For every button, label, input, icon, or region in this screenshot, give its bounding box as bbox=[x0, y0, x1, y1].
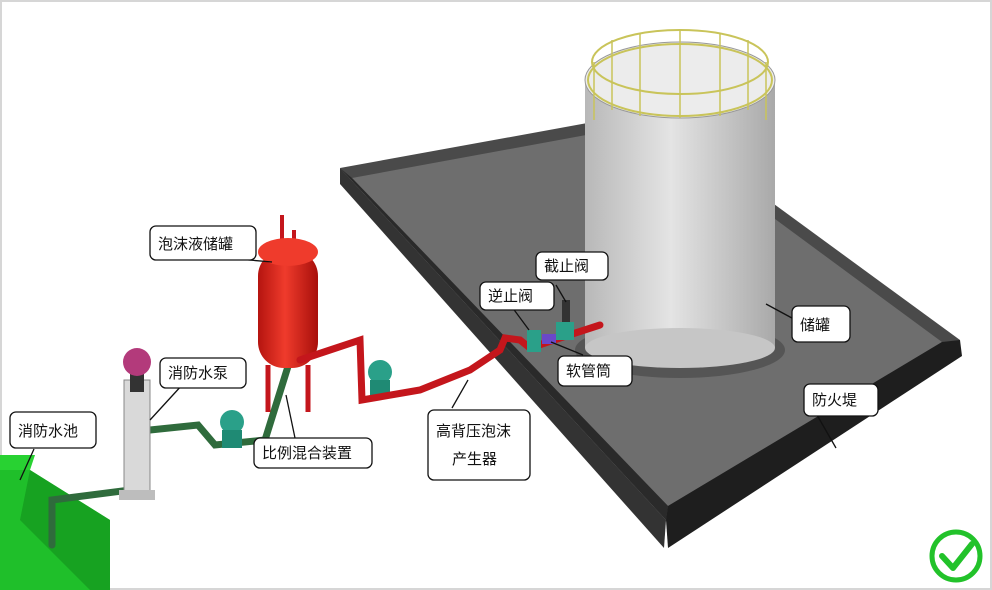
label-generator-line1: 高背压泡沫 bbox=[436, 422, 511, 440]
callout-hose: 软管筒 bbox=[557, 355, 633, 387]
label-stop-valve: 截止阀 bbox=[544, 257, 589, 275]
storage-tank bbox=[575, 29, 785, 378]
callout-storage-tank: 储罐 bbox=[791, 305, 851, 343]
label-firewall: 防火堤 bbox=[812, 391, 857, 409]
callout-fire-pool: 消防水池 bbox=[9, 411, 97, 449]
label-fire-pump: 消防水泵 bbox=[168, 364, 228, 382]
callout-stop-valve: 截止阀 bbox=[535, 251, 609, 281]
callout-firewall: 防火堤 bbox=[803, 383, 879, 417]
callout-proportioner: 比例混合装置 bbox=[253, 437, 373, 469]
foam-tank bbox=[258, 215, 318, 412]
stop-valve bbox=[556, 300, 574, 340]
label-proportioner: 比例混合装置 bbox=[262, 444, 352, 462]
green-valve-1 bbox=[220, 410, 244, 448]
fire-pump bbox=[119, 348, 155, 500]
label-storage-tank: 储罐 bbox=[800, 316, 830, 334]
label-hose: 软管筒 bbox=[566, 362, 611, 380]
callout-fire-pump: 消防水泵 bbox=[159, 357, 247, 389]
callout-check-valve: 逆止阀 bbox=[479, 281, 555, 311]
check-valve bbox=[527, 330, 541, 352]
label-check-valve: 逆止阀 bbox=[488, 287, 533, 305]
label-fire-pool: 消防水池 bbox=[18, 422, 78, 440]
check-circle-icon bbox=[929, 529, 983, 583]
label-foam-tank: 泡沫液储罐 bbox=[158, 235, 233, 253]
callout-generator: 高背压泡沫 产生器 bbox=[427, 409, 531, 481]
label-generator-line2: 产生器 bbox=[452, 450, 497, 468]
callout-foam-tank: 泡沫液储罐 bbox=[149, 225, 257, 261]
hose bbox=[542, 334, 556, 344]
